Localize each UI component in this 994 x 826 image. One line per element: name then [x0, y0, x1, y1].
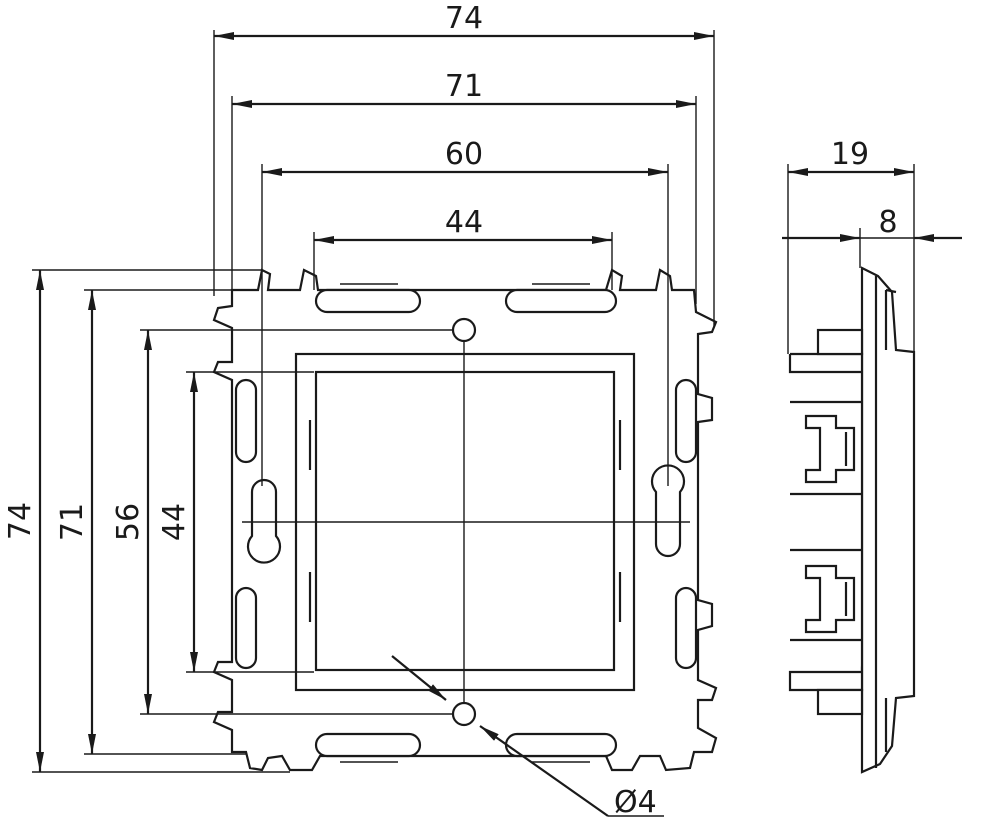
slot-bottom-right [504, 732, 618, 758]
dim-width-overall: 74 [445, 1, 483, 36]
slot-bottom-left [314, 732, 422, 758]
front-plate-profile [860, 266, 916, 774]
hole-diameter-callout: Ø4 [391, 655, 664, 820]
terminal-lower [804, 564, 856, 634]
front-view [212, 268, 718, 772]
dim-width-frame: 71 [445, 69, 483, 104]
slot-left-lower [234, 586, 258, 670]
dim-depth-total: 19 [831, 137, 869, 172]
keyhole-right [650, 464, 686, 558]
front-vertical-dimensions: 74 71 56 44 [3, 269, 454, 773]
side-view [788, 266, 916, 774]
dim-width-holes: 60 [445, 137, 483, 172]
side-dimensions: 19 8 [782, 137, 962, 354]
dim-height-holes: 56 [111, 503, 146, 541]
module-inner [314, 370, 616, 672]
terminal-upper [804, 414, 856, 484]
dim-hole-diameter: Ø4 [614, 785, 657, 820]
slot-right-upper [674, 378, 698, 464]
front-horizontal-dimensions: 74 71 60 44 [213, 1, 715, 486]
slot-right-lower [674, 586, 698, 670]
dim-width-inner: 44 [445, 205, 483, 240]
keyhole-left [246, 478, 282, 564]
screw-hole-top [451, 317, 477, 343]
dim-height-frame: 71 [55, 503, 90, 541]
dim-height-overall: 74 [3, 502, 38, 540]
dim-height-inner: 44 [157, 503, 192, 541]
slot-top-right [504, 288, 618, 314]
slot-top-left [314, 288, 422, 314]
slot-left-upper [234, 378, 258, 464]
screw-hole-bottom [451, 701, 477, 727]
dim-depth-front: 8 [878, 205, 897, 240]
